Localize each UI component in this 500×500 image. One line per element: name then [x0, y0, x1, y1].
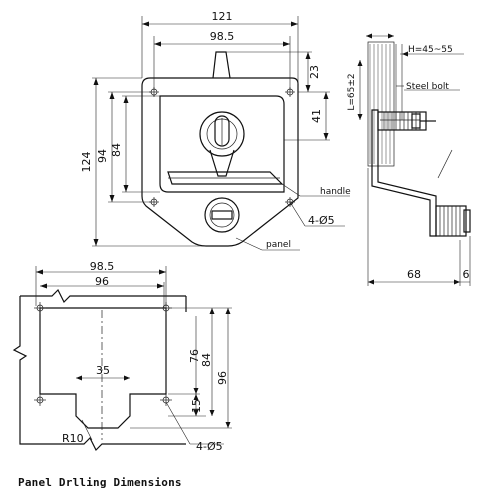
lock-cylinder — [204, 197, 240, 233]
label-handle: handle — [320, 187, 351, 197]
panel-hatch — [369, 44, 391, 164]
front-view: 121 98.5 23 41 124 94 84 — [80, 10, 351, 251]
dim-121: 121 — [212, 10, 233, 23]
label-holes-front: 4-Ø5 — [308, 214, 335, 227]
top-stud — [212, 51, 231, 79]
label-holes-drill: 4-Ø5 — [196, 440, 223, 453]
dim-23: 23 — [308, 65, 321, 79]
dim-41: 41 — [310, 109, 323, 123]
dim-96-top: 96 — [95, 275, 109, 288]
dim-98-5-top: 98.5 — [210, 30, 235, 43]
handle-recess — [159, 95, 285, 193]
dim-68: 68 — [407, 268, 421, 281]
dim-94: 94 — [96, 149, 109, 163]
dim-84: 84 — [110, 143, 123, 157]
drilling-holes — [34, 302, 172, 406]
drilling-view: 98.5 96 35 76 84 96 15 R10 4-Ø5 — [12, 260, 232, 453]
panel-outline — [141, 77, 299, 247]
label-panel: panel — [266, 240, 291, 250]
dim-98-5-drill: 98.5 — [90, 260, 115, 273]
side-view: H=45~55 L=65±2 Steel bolt — [347, 33, 471, 286]
mounting-holes — [149, 87, 295, 207]
drilling-cutout — [39, 307, 167, 429]
label-l: L=65±2 — [347, 73, 357, 110]
dim-6: 6 — [463, 268, 470, 281]
t-handle — [167, 111, 284, 185]
dim-84-drill: 84 — [200, 353, 213, 367]
lock-cylinder-side — [435, 205, 471, 237]
dim-35: 35 — [96, 364, 110, 377]
label-steel-bolt: Steel bolt — [406, 82, 449, 92]
caption: Panel Drlling Dimensions — [18, 476, 182, 489]
label-r10: R10 — [62, 432, 84, 445]
dim-124: 124 — [80, 152, 93, 173]
dim-96-right: 96 — [216, 371, 229, 385]
dim-76: 76 — [188, 349, 201, 363]
dim-15: 15 — [190, 399, 203, 413]
label-h: H=45~55 — [408, 45, 453, 55]
